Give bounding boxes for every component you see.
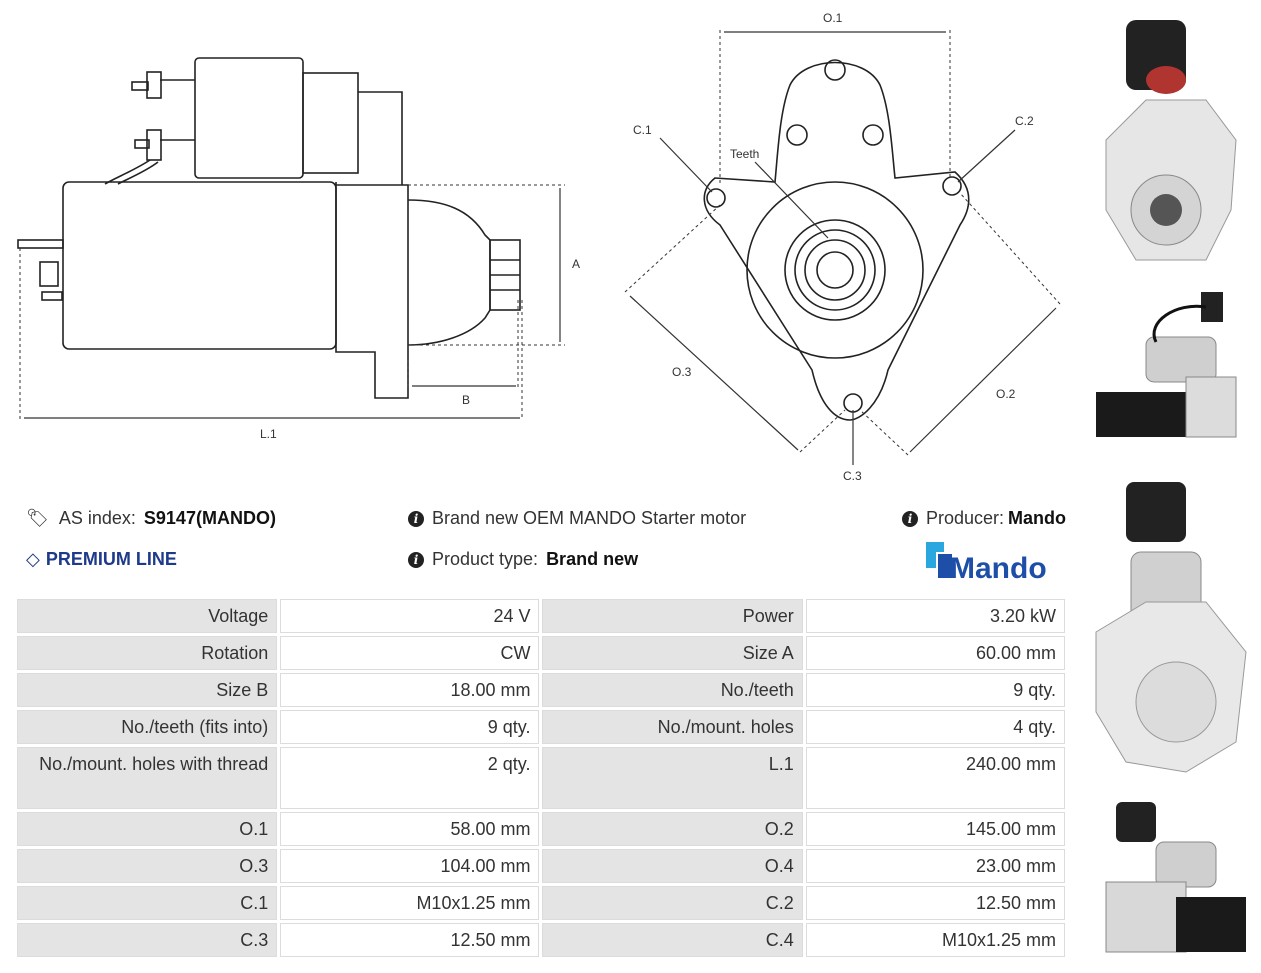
producer: i Producer: Mando [902,508,1066,529]
spec-key: C.1 [17,886,278,920]
spec-value: 104.00 mm [280,849,540,883]
label-B: B [462,393,470,407]
product-type: i Product type: Brand new [408,549,638,570]
spec-key: O.4 [542,849,803,883]
spec-key: No./mount. holes [542,710,803,744]
spec-key: L.1 [542,747,803,809]
spec-value: 12.50 mm [280,923,540,957]
motor-body [62,181,337,350]
spec-value: 4 qty. [805,710,1065,744]
label-O2: O.2 [996,387,1016,401]
product-photo-rear [1086,462,1252,782]
solenoid [194,57,304,179]
label-L1: L.1 [260,427,277,441]
description: i Brand new OEM MANDO Starter motor [408,508,746,529]
spec-value: 60.00 mm [805,636,1065,670]
spec-row: No./teeth (fits into)9 qty.No./mount. ho… [17,710,1065,744]
label-A: A [572,257,580,271]
tags-icon: 🏷 [26,508,49,528]
product-photo-front [1086,10,1252,272]
spec-value: 145.00 mm [805,812,1065,846]
spec-value: 240.00 mm [805,747,1065,809]
product-photo-side [1086,282,1252,452]
label-teeth: Teeth [730,147,759,161]
spec-value: 12.50 mm [805,886,1065,920]
spec-value: CW [280,636,540,670]
label-C3: C.3 [843,469,862,483]
diamond-icon: ◇ [26,549,40,569]
info-icon: i [408,551,424,568]
spec-key: Size B [17,673,278,707]
spec-value: 9 qty. [280,710,540,744]
spec-key: No./teeth [542,673,803,707]
spec-key: No./teeth (fits into) [17,710,278,744]
spec-key: O.1 [17,812,278,846]
spec-key: Rotation [17,636,278,670]
producer-value: Mando [1008,508,1067,528]
as-index: 🏷 AS index: S9147(MANDO) [26,508,276,529]
as-index-label: AS index: [58,508,136,528]
product-type-label: Product type: [432,549,539,569]
product-type-value: Brand new [546,549,639,569]
mando-logo: Mando [926,542,1047,584]
technical-drawing: A B L.1 O.1 O.2 O.3 C.1 C.2 C.3 Tee [17,11,1061,483]
label-C2: C.2 [1015,114,1034,128]
spec-key: Size A [542,636,803,670]
spec-key: C.3 [17,923,278,957]
info-icon: i [902,510,918,527]
producer-label: Producer: [926,508,1005,528]
spec-key: O.3 [17,849,278,883]
mando-logo-text: Mando [950,552,1047,584]
spec-value: 18.00 mm [280,673,540,707]
label-O1: O.1 [823,11,843,25]
spec-value: M10x1.25 mm [805,923,1065,957]
spec-value: 58.00 mm [280,812,540,846]
premium-line: ◇ PREMIUM LINE [26,549,177,570]
spec-key: C.2 [542,886,803,920]
spec-key: O.2 [542,812,803,846]
product-photo-angle [1086,792,1252,962]
info-icon: i [408,510,424,527]
description-text: Brand new OEM MANDO Starter motor [432,508,747,528]
spec-value: 9 qty. [805,673,1065,707]
spec-value: 24 V [280,599,540,633]
spec-value: M10x1.25 mm [280,886,540,920]
spec-value: 2 qty. [280,747,540,809]
spec-key: Voltage [17,599,278,633]
as-index-value: S9147(MANDO) [143,508,276,528]
premium-line-label: PREMIUM LINE [45,549,177,569]
spec-key: Power [542,599,803,633]
spec-value: 23.00 mm [805,849,1065,883]
spec-key: C.4 [542,923,803,957]
spec-key: No./mount. holes with thread [17,747,278,809]
label-C1: C.1 [633,123,652,137]
label-O3: O.3 [672,365,692,379]
spec-value: 3.20 kW [805,599,1065,633]
